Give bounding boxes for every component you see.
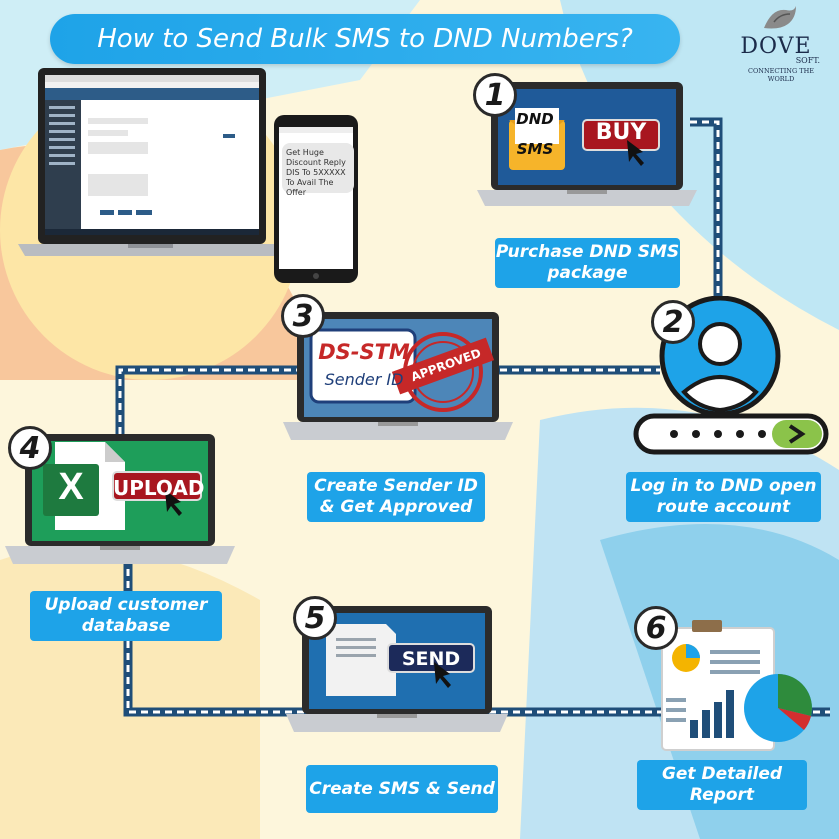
step5-laptop <box>286 606 508 732</box>
step-number-5: 5 <box>293 596 337 640</box>
step6-label: Get Detailed Report <box>637 760 807 810</box>
excel-icon: X <box>58 466 84 508</box>
logo-name: DOVE <box>740 34 812 59</box>
phone-illustration <box>274 115 358 283</box>
step5-send-button: SEND <box>401 648 461 670</box>
logo-tagline: CONNECTING THE WORLD <box>748 67 814 83</box>
step4-laptop <box>5 434 235 564</box>
step2-label: Log in to DND open route account <box>626 472 821 522</box>
dove-soft-logo: DOVE SOFT. CONNECTING THE WORLD <box>726 4 826 83</box>
laptop-dashboard-illustration <box>18 68 283 256</box>
step1-laptop <box>477 82 697 206</box>
page-title: How to Send Bulk SMS to DND Numbers? <box>50 14 680 64</box>
step-number-1: 1 <box>473 73 517 117</box>
step4-label: Upload customer database <box>30 591 222 641</box>
step5-label: Create SMS & Send <box>306 765 498 813</box>
step1-envelope-dnd: DND <box>516 110 554 128</box>
step-number-4: 4 <box>8 426 52 470</box>
logo-soft: SOFT. <box>795 56 820 65</box>
step3-sender-sub: Sender ID <box>324 370 404 389</box>
dove-icon <box>764 6 796 29</box>
step2-login-illustration <box>633 296 829 455</box>
step4-upload-button: UPLOAD <box>113 476 205 500</box>
step6-report-illustration <box>661 620 812 751</box>
phone-sms-message: Get Huge Discount Reply DIS To 5XXXXX To… <box>282 143 354 197</box>
step-number-6: 6 <box>634 606 678 650</box>
step3-laptop <box>283 312 513 440</box>
step-number-3: 3 <box>281 294 325 338</box>
step1-buy-button: BUY <box>595 120 647 145</box>
step1-label: Purchase DND SMS package <box>495 238 680 288</box>
step3-label: Create Sender ID & Get Approved <box>307 472 485 522</box>
step1-envelope-sms: SMS <box>516 140 554 158</box>
step-number-2: 2 <box>651 300 695 344</box>
step3-sender-name: DS-STM <box>318 340 410 364</box>
